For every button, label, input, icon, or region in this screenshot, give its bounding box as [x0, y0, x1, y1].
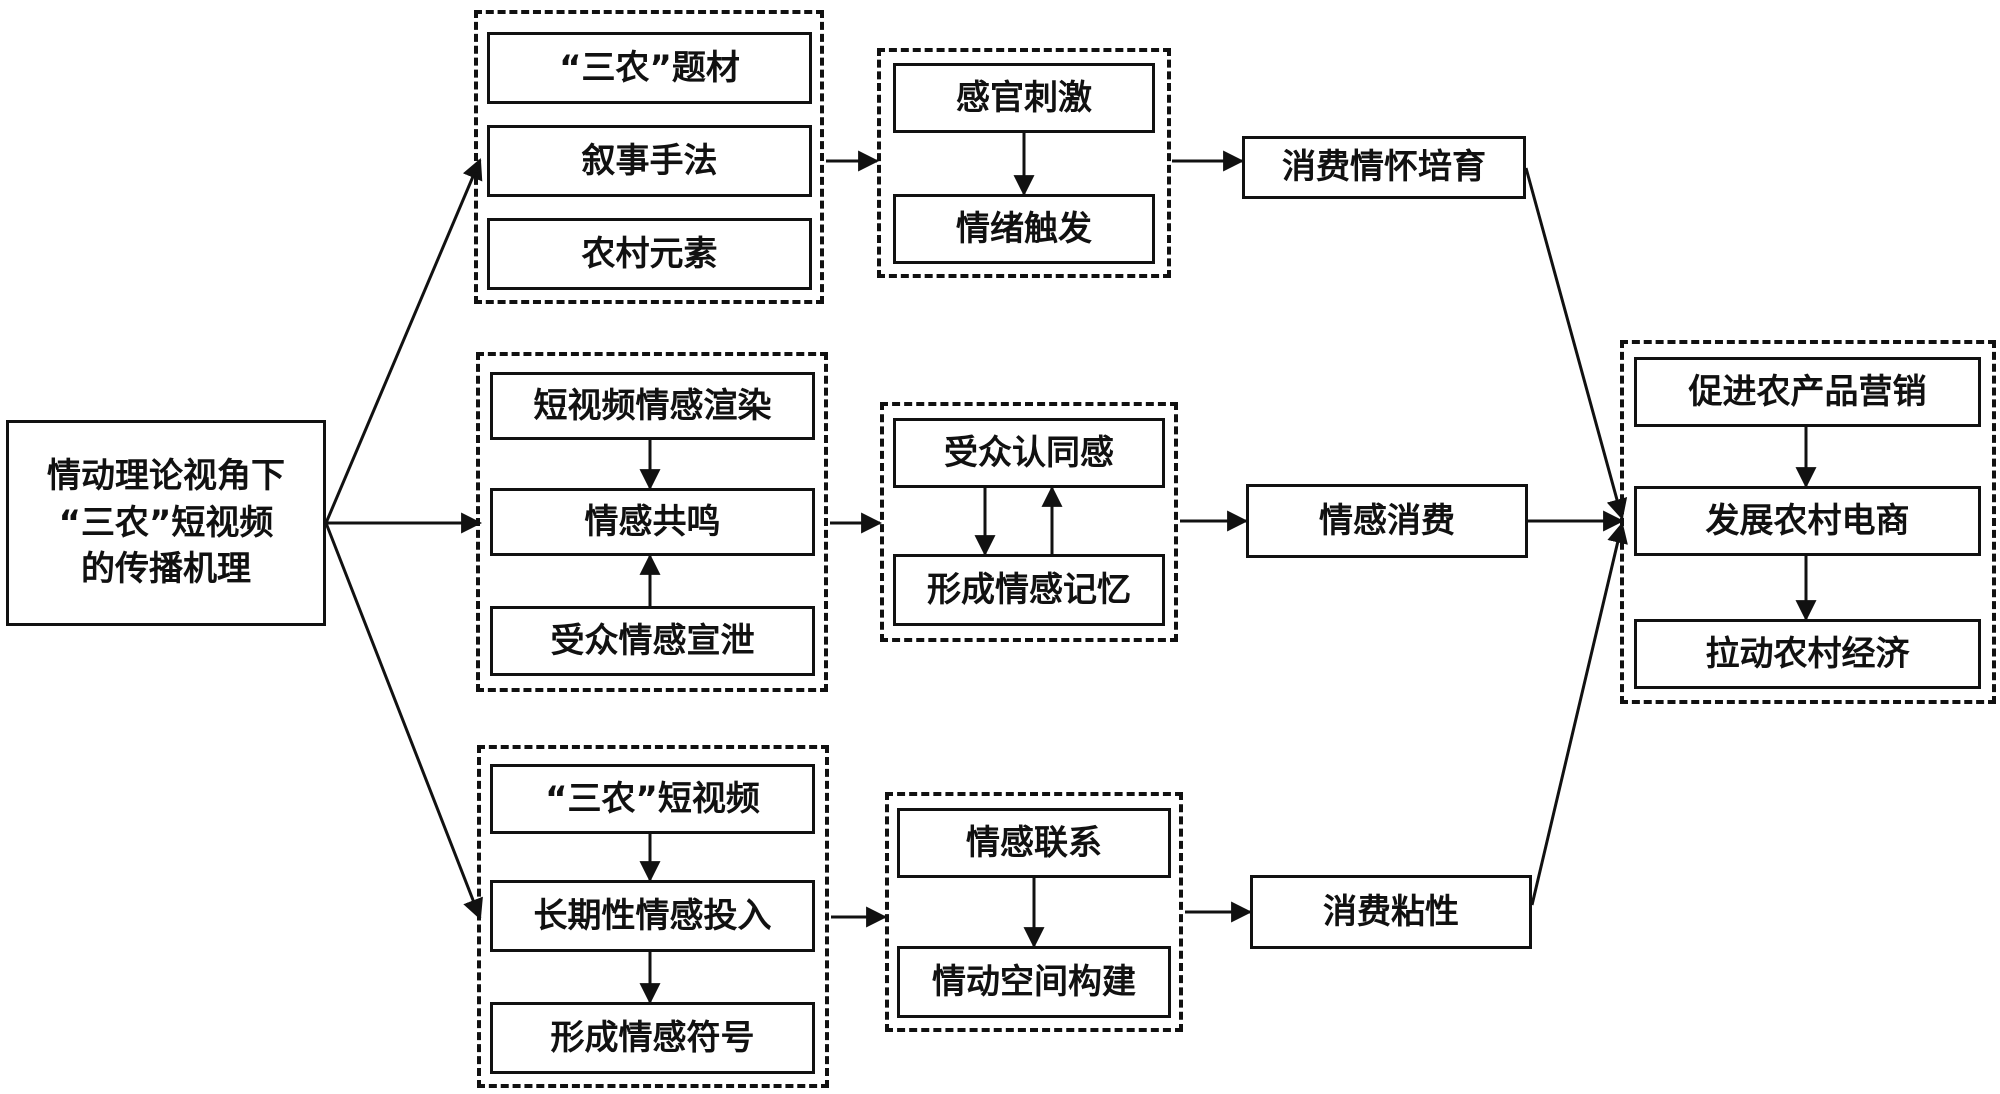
root-box: 情动理论视角下 “三农”短视频 的传播机理: [6, 420, 326, 626]
root-line-1: 情动理论视角下: [47, 455, 285, 496]
bottom-outcome: 消费粘性: [1250, 875, 1532, 949]
middle-inputs-group: [476, 352, 828, 692]
arrow-root-to-top: [324, 158, 483, 524]
middle-process-2: 形成情感记忆: [893, 554, 1165, 626]
arrow-top-outcome-to-result: [1524, 167, 1628, 521]
middle-input-2: 情感共鸣: [490, 488, 815, 556]
arrow-bot-outcome-to-result: [1530, 521, 1628, 906]
bottom-process-group: [885, 792, 1183, 1032]
middle-process-group: [880, 402, 1178, 642]
root-line-2: “三农”短视频: [58, 502, 274, 543]
bottom-inputs-group: [477, 745, 829, 1088]
result-3: 拉动农村经济: [1634, 619, 1981, 689]
top-process-2: 情绪触发: [893, 194, 1155, 264]
result-group: [1620, 340, 1996, 704]
middle-input-3: 受众情感宣泄: [490, 606, 815, 676]
bottom-input-3: 形成情感符号: [490, 1002, 815, 1074]
top-process-1: 感官刺激: [893, 63, 1155, 133]
middle-process-1: 受众认同感: [893, 418, 1165, 488]
top-input-1: “三农”题材: [487, 32, 812, 104]
root-line-3: 的传播机理: [81, 549, 251, 590]
middle-outcome: 情感消费: [1246, 484, 1528, 558]
top-input-3: 农村元素: [487, 218, 812, 290]
middle-input-1: 短视频情感渲染: [490, 372, 815, 440]
bottom-process-2: 情动空间构建: [897, 946, 1171, 1018]
bottom-input-2: 长期性情感投入: [490, 880, 815, 952]
top-process-group: [877, 48, 1171, 278]
bottom-process-1: 情感联系: [897, 808, 1171, 878]
top-input-2: 叙事手法: [487, 125, 812, 197]
result-2: 发展农村电商: [1634, 486, 1981, 556]
result-1: 促进农产品营销: [1634, 357, 1981, 427]
arrow-root-to-bottom: [324, 522, 483, 920]
bottom-input-1: “三农”短视频: [490, 764, 815, 834]
top-inputs-group: [474, 10, 824, 304]
top-outcome: 消费情怀培育: [1242, 136, 1526, 199]
